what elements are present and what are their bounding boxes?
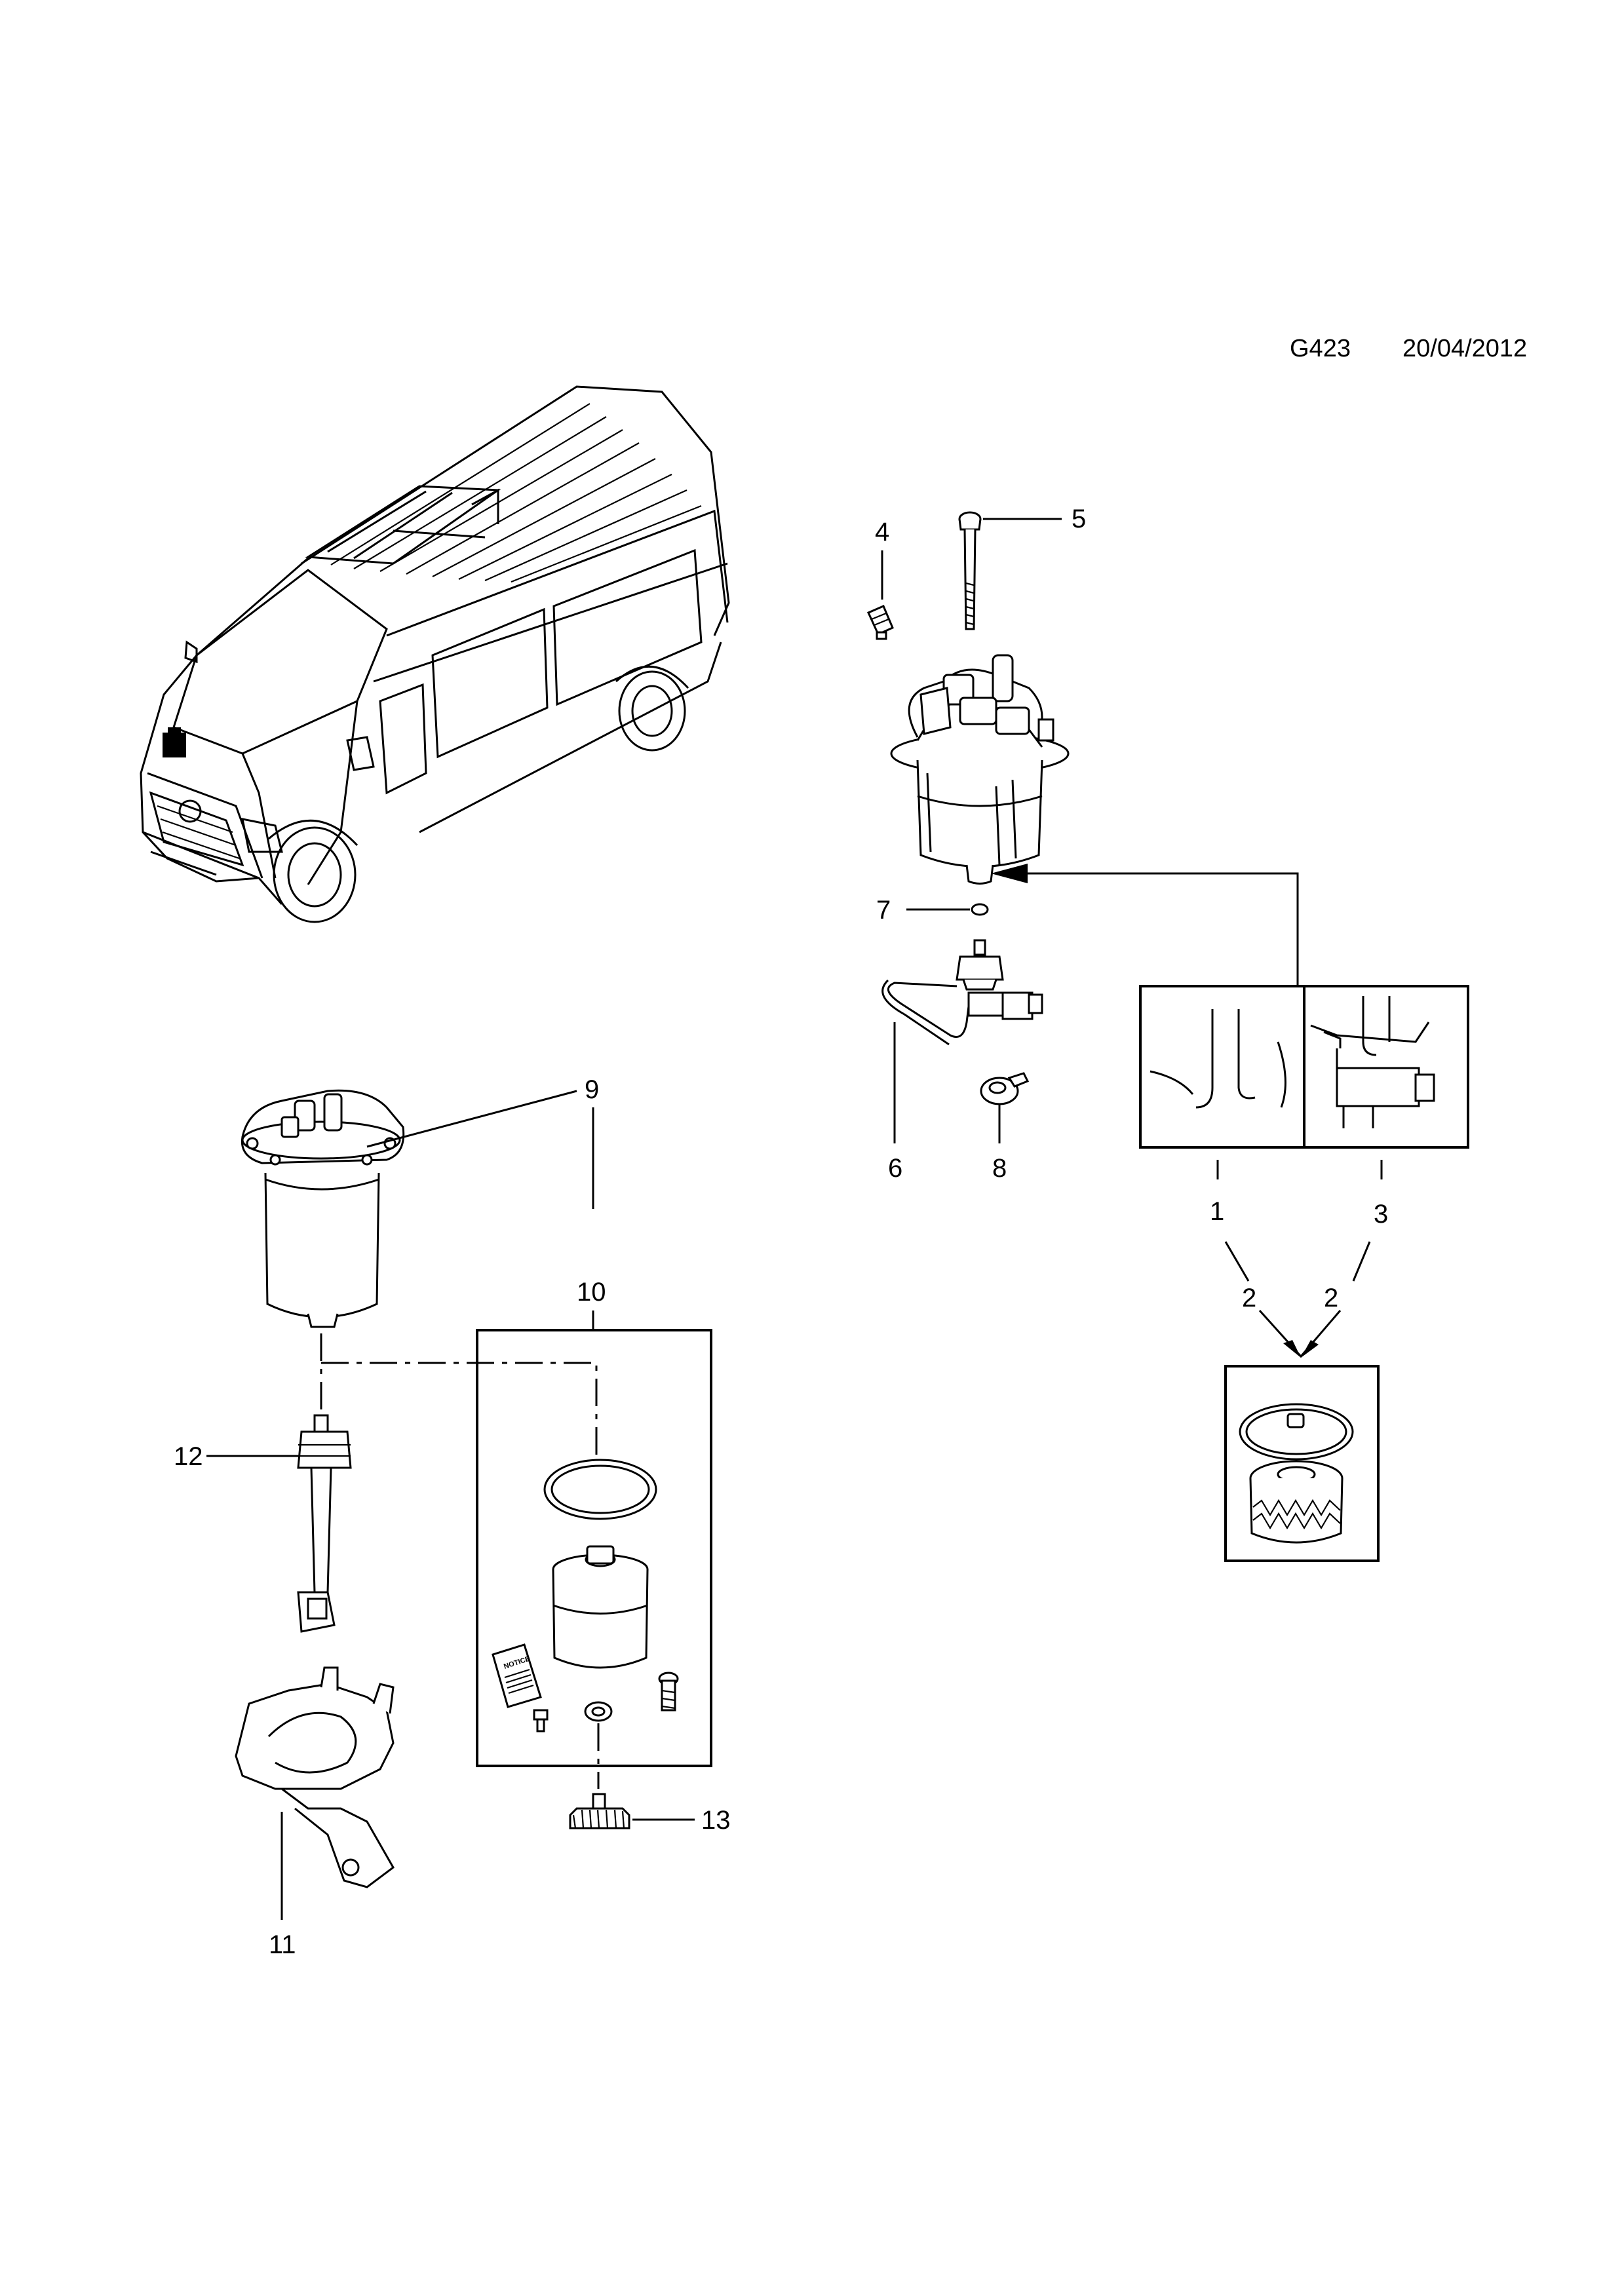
part-9-filter-assembly [241, 1089, 577, 1328]
callout-6: 6 [888, 1154, 902, 1183]
part-10-service-kit: NOTICE [476, 1107, 712, 1767]
part-8-sensor-clip [980, 1072, 1030, 1143]
part-11-mounting-bracket [235, 1666, 395, 1920]
part-4-bleed-screw [867, 550, 894, 640]
callout-9: 9 [585, 1075, 599, 1104]
diagram-date: 20/04/2012 [1402, 335, 1527, 362]
callout-3: 3 [1374, 1200, 1388, 1229]
callout-1: 1 [1210, 1197, 1224, 1226]
part-13-drain-plug [569, 1723, 695, 1829]
callout-4: 4 [875, 518, 889, 546]
fuel-filter-housing [890, 654, 1299, 986]
part-12-drain-sensor [206, 1414, 352, 1633]
van-illustration [140, 385, 730, 923]
part-6-water-sensor [881, 939, 1043, 1143]
diagram-code: G423 [1290, 335, 1351, 362]
callout-8: 8 [992, 1154, 1007, 1183]
callout-11: 11 [269, 1930, 296, 1959]
part-7-washer [906, 903, 989, 916]
filter-location-marker [163, 727, 186, 757]
callout-2-left: 2 [1242, 1284, 1256, 1312]
callout-5: 5 [1072, 505, 1086, 533]
part-5-bolt [958, 511, 1062, 630]
cartridge-detail-box [1224, 1241, 1380, 1562]
callout-numbers: 4 5 7 6 8 1 3 2 2 9 10 12 13 11 [174, 505, 1388, 1959]
callout-10: 10 [577, 1278, 606, 1307]
detail-box-variants [1139, 985, 1469, 1179]
instruction-booklet: NOTICE [492, 1643, 542, 1708]
callout-13: 13 [701, 1806, 731, 1835]
callout-12: 12 [174, 1442, 203, 1471]
callout-2-right: 2 [1324, 1284, 1338, 1312]
callout-7: 7 [876, 896, 891, 925]
